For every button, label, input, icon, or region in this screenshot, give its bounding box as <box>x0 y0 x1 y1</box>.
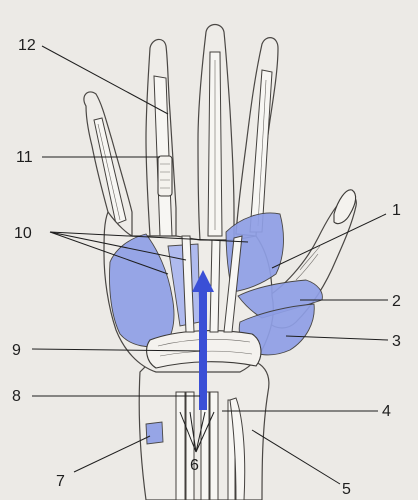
carpal-tunnel-arrow <box>192 270 214 410</box>
label-2: 2 <box>392 293 401 310</box>
label-5: 5 <box>342 481 351 498</box>
thumb-distal-bone <box>333 189 357 225</box>
label-12: 12 <box>18 37 36 54</box>
label-11: 11 <box>16 149 33 166</box>
leader-lines <box>31 45 389 485</box>
palmaris-patch <box>145 421 164 445</box>
adductor-pollicis <box>225 212 284 293</box>
label-4: 4 <box>382 403 391 420</box>
palm-tendon-strands <box>181 235 243 333</box>
label-3: 3 <box>392 333 401 350</box>
hypothenar-muscles <box>109 233 175 348</box>
labels: 1 2 3 4 5 6 7 8 9 10 11 12 <box>12 37 401 498</box>
label-8: 8 <box>12 388 21 405</box>
label-1: 1 <box>392 202 401 219</box>
label-9: 9 <box>12 342 21 359</box>
label-7: 7 <box>56 473 65 490</box>
forearm-tendons <box>175 391 246 500</box>
opened-sheath-11 <box>157 155 173 197</box>
label-10: 10 <box>14 225 32 242</box>
label-6: 6 <box>190 457 199 474</box>
